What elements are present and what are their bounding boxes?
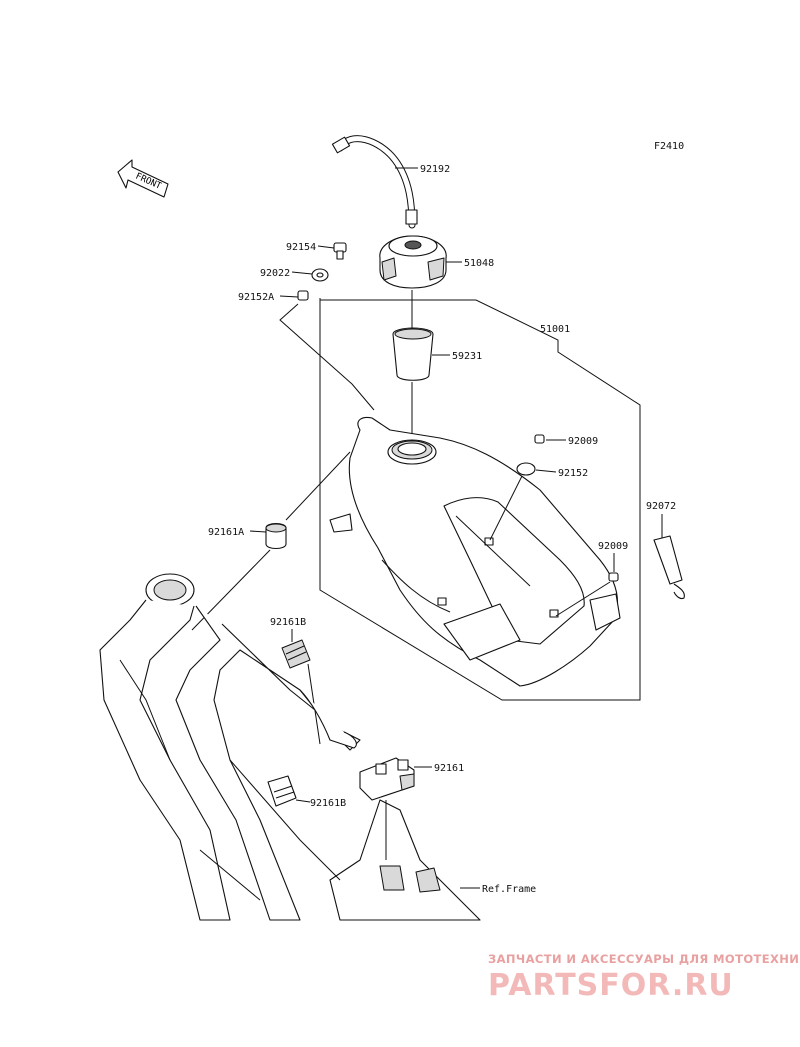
- bolt-92154: [333, 242, 347, 260]
- bolt-92009-lower: [608, 572, 619, 582]
- front-arrow-icon: FRONT: [117, 159, 169, 198]
- label-ref-frame: Ref.Frame: [482, 884, 536, 895]
- label-51048: 51048: [464, 258, 494, 269]
- label-51001: 51001: [540, 324, 570, 335]
- watermark-brand: PARTSFOR.RU: [488, 968, 734, 1003]
- label-92161B-bottom: 92161B: [310, 798, 346, 809]
- strap-92072: [653, 535, 685, 600]
- damper-92161A: [265, 522, 287, 550]
- label-92161A: 92161A: [208, 527, 244, 538]
- label-92009-upper: 92009: [568, 436, 598, 447]
- label-92022: 92022: [260, 268, 290, 279]
- label-92152: 92152: [558, 468, 588, 479]
- label-92161B-top: 92161B: [270, 617, 306, 628]
- spacer-92152A: [297, 290, 309, 301]
- watermark-tagline: ЗАПЧАСТИ И АКСЕССУАРЫ ДЛЯ МОТОТЕХНИКИ: [488, 952, 800, 966]
- collar-92152: [516, 462, 536, 476]
- label-92161: 92161: [434, 763, 464, 774]
- label-92154: 92154: [286, 242, 316, 253]
- frame: [99, 573, 481, 921]
- fuel-filter: [392, 327, 434, 381]
- label-92152A: 92152A: [238, 292, 274, 303]
- figure-code: F2410: [654, 141, 684, 152]
- bolt-92009-upper: [534, 434, 545, 444]
- label-92009-lower: 92009: [598, 541, 628, 552]
- fuel-tank: [329, 416, 621, 687]
- breather-hose: [331, 135, 418, 229]
- damper-92161: [359, 757, 415, 801]
- label-59231: 59231: [452, 351, 482, 362]
- damper-92161B-bottom: [267, 775, 297, 807]
- damper-92161B-top: [281, 639, 311, 669]
- fuel-cap: [379, 235, 447, 289]
- label-92192: 92192: [420, 164, 450, 175]
- label-92072: 92072: [646, 501, 676, 512]
